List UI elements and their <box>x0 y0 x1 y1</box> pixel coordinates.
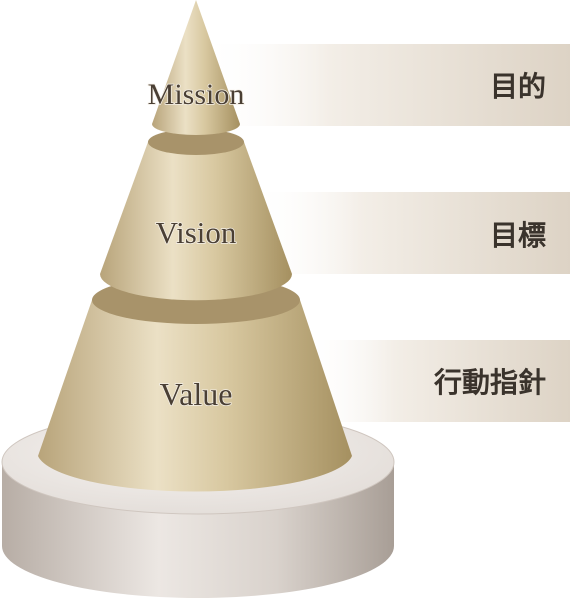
meaning-label-value: 行動指針 <box>433 366 546 399</box>
tier-label-mission: Mission <box>148 78 245 111</box>
meaning-label-mission: 目的 <box>490 70 546 103</box>
band-value <box>300 340 570 422</box>
band-mission <box>200 44 570 126</box>
tier-vision-segment <box>100 129 292 301</box>
tier-label-value: Value <box>160 376 233 412</box>
meaning-label-vision: 目標 <box>490 219 546 252</box>
band-vision <box>250 192 570 274</box>
tier-label-vision: Vision <box>156 215 237 250</box>
tier-mission-segment <box>152 0 240 135</box>
